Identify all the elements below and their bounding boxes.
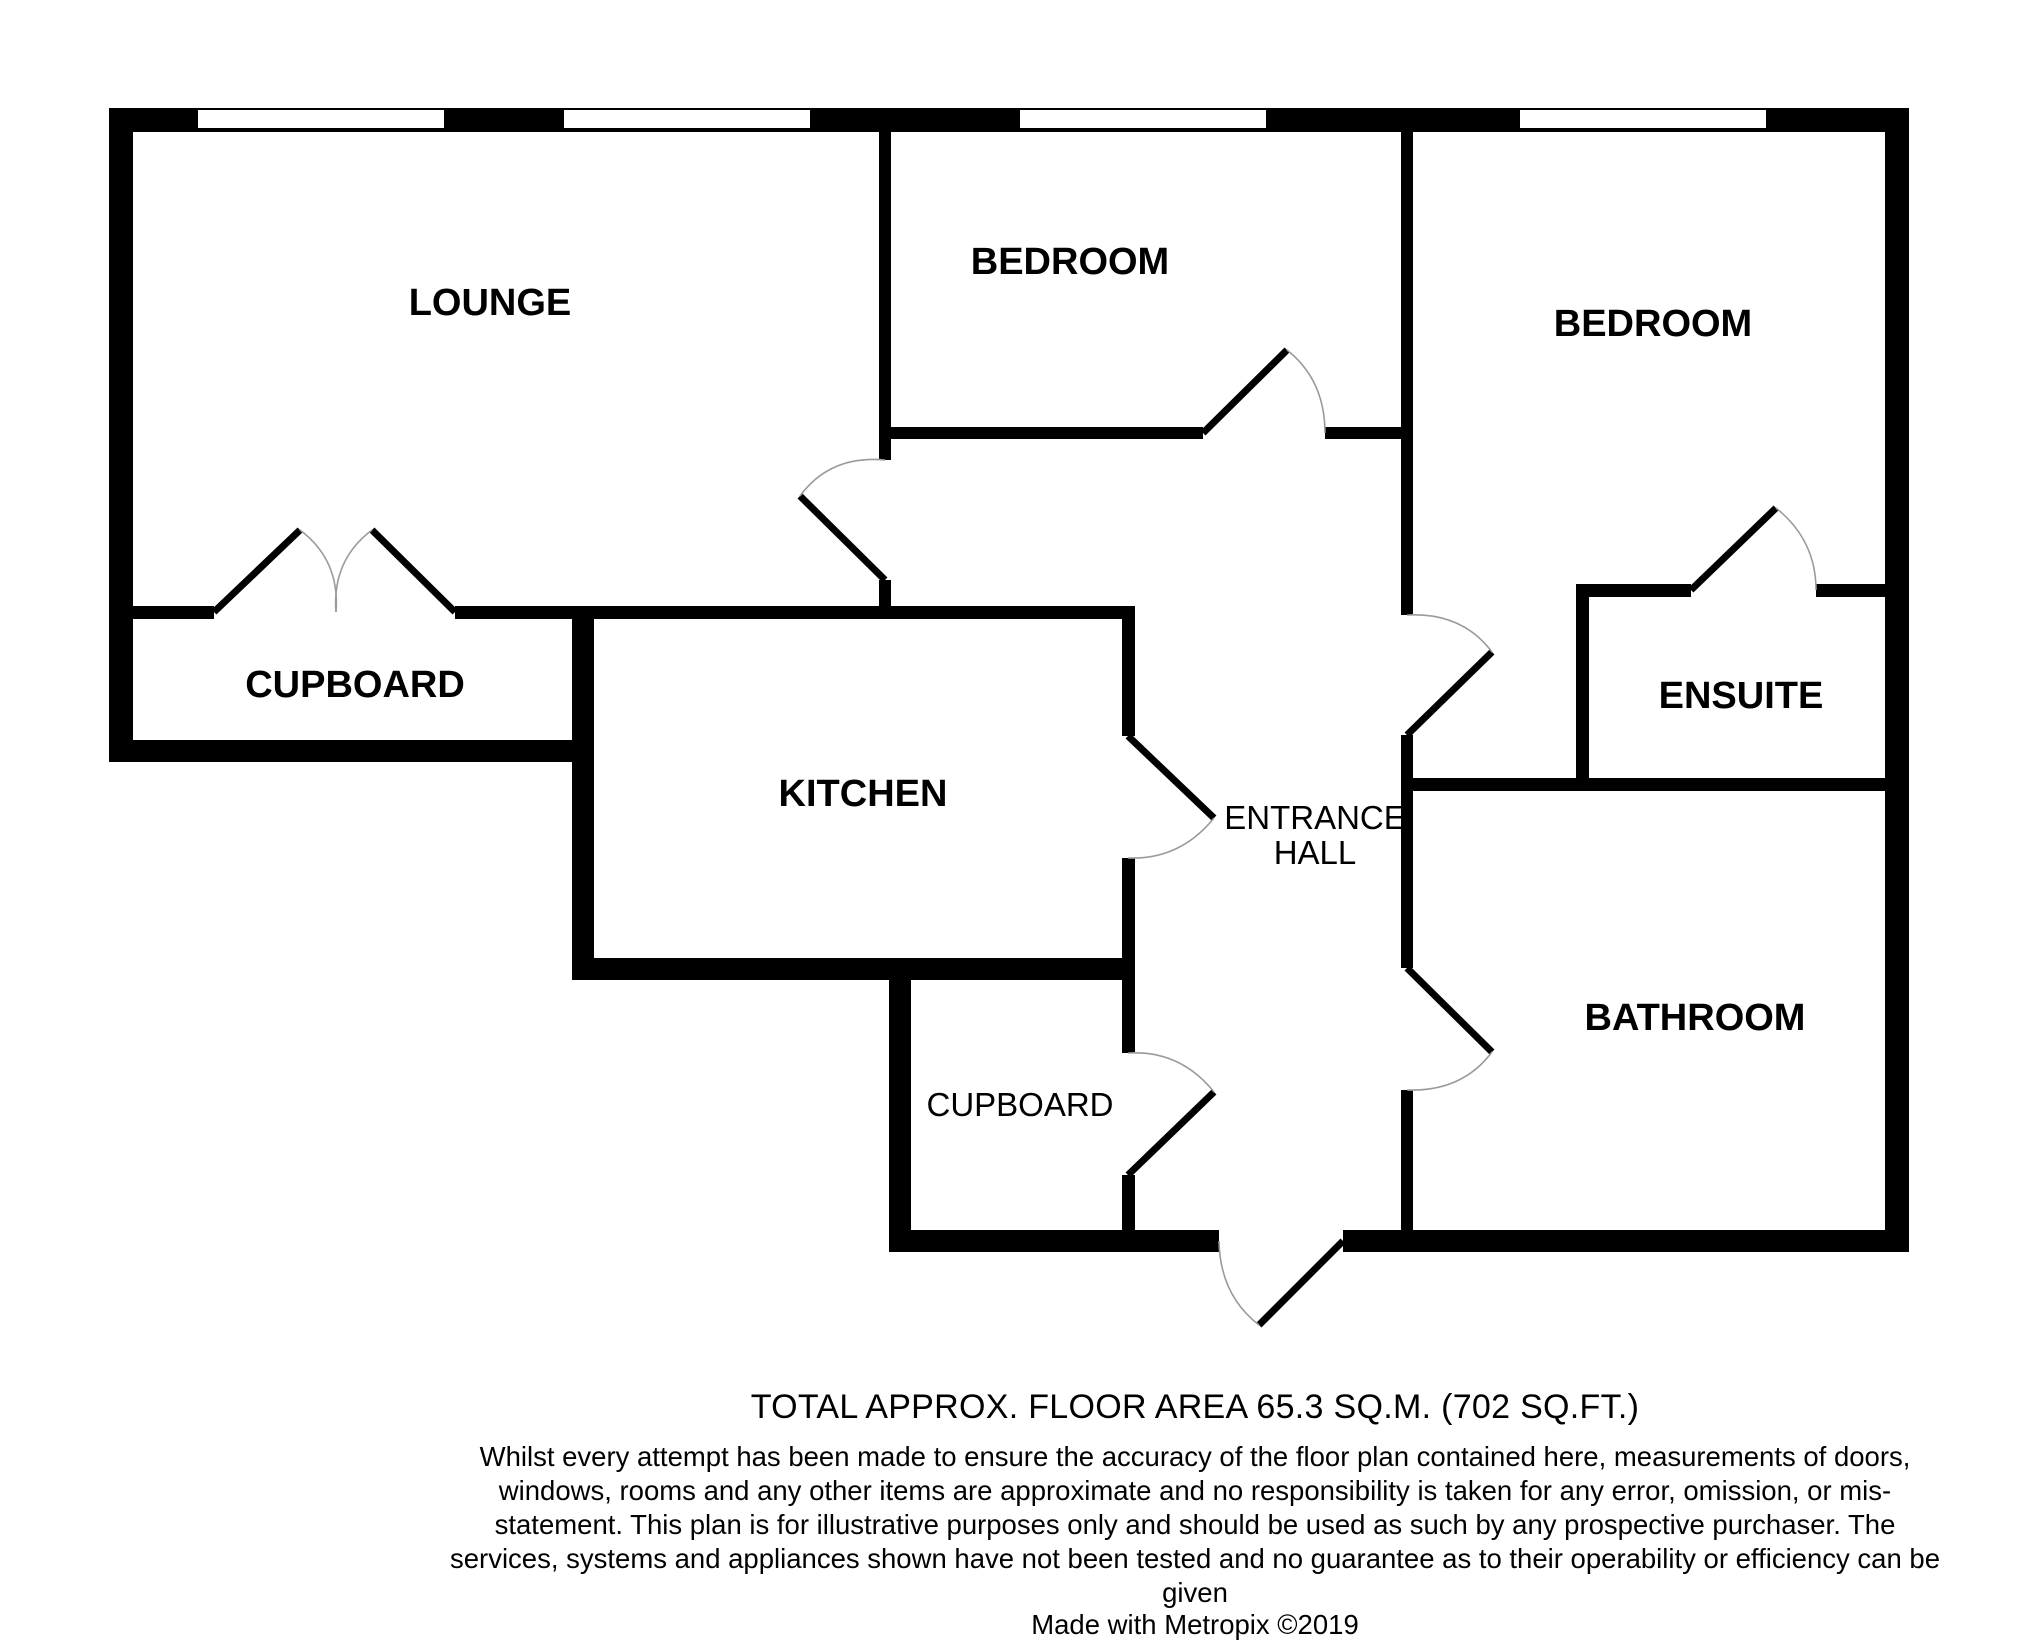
bedroom-1-label: BEDROOM: [971, 241, 1169, 283]
bedroom2-door: [1404, 614, 1495, 738]
bottom-wall-right: [1343, 1230, 1909, 1252]
cupboard-bottom-wall: [109, 740, 594, 762]
bathroom-label: BATHROOM: [1585, 997, 1806, 1039]
lower-cupboard-left-wall: [889, 958, 911, 1252]
kitchen-label: KITCHEN: [779, 773, 948, 815]
bedroom-divider-wall: [1401, 130, 1413, 615]
lower-cupboard-door: [1125, 1052, 1217, 1178]
lounge-door: [797, 458, 888, 583]
kitchen-right-wall-bottom: [1122, 858, 1135, 978]
lounge-window-1: [196, 108, 446, 130]
doors: [211, 347, 1817, 1328]
bathroom-top-wall: [1401, 778, 1896, 791]
cupboard-right-wall: [572, 606, 585, 746]
ensuite-door: [1688, 505, 1817, 593]
entrance-hall-label-line1: ENTRANCE: [1224, 799, 1406, 836]
lounge-window-2: [562, 108, 812, 130]
lounge-cupboard-double-door: [211, 527, 458, 615]
walls: [109, 108, 1909, 1252]
cupboard-2-label: CUPBOARD: [926, 1086, 1113, 1123]
entrance-hall-label-line2: HALL: [1274, 834, 1357, 871]
bathroom-door: [1404, 965, 1495, 1091]
ensuite-top-wall-right: [1816, 584, 1896, 597]
metropix-credit: Made with Metropix ©2019: [1031, 1609, 1359, 1640]
lounge-label: LOUNGE: [409, 282, 572, 324]
bottom-wall-left: [889, 1230, 1219, 1252]
lounge-bottom-wall-left: [130, 606, 214, 619]
ensuite-left-wall: [1576, 584, 1589, 784]
lounge-bottom-wall-right: [455, 606, 1135, 619]
lower-cupboard-right-wall-top: [1122, 958, 1135, 1053]
lower-cupboard-right-wall-bottom: [1122, 1175, 1135, 1245]
cupboard-1-label: CUPBOARD: [245, 664, 465, 706]
bedroom-2-label: BEDROOM: [1554, 303, 1752, 345]
hall-right-wall-low: [1401, 1090, 1413, 1240]
front-door: [1218, 1238, 1346, 1328]
room-labels: LOUNGE BEDROOM BEDROOM CUPBOARD KITCHEN …: [245, 241, 1823, 1123]
hall-right-wall-mid: [1401, 735, 1413, 968]
windows: [196, 108, 1768, 130]
kitchen-door: [1125, 733, 1217, 859]
bedroom1-bottom-wall-left: [879, 427, 1203, 439]
bedroom1-bottom-wall-right: [1325, 427, 1407, 439]
right-outer-wall: [1885, 108, 1909, 1252]
kitchen-right-wall-top: [1122, 606, 1135, 736]
bedroom1-window: [1018, 108, 1268, 130]
lounge-bedroom-wall: [879, 130, 891, 460]
disclaimer-text: Whilst every attempt has been made to en…: [450, 1441, 1940, 1608]
bedroom2-window: [1518, 108, 1768, 130]
ensuite-label: ENSUITE: [1659, 675, 1824, 717]
left-outer-wall: [109, 108, 133, 762]
lounge-hall-wall-stub: [879, 580, 891, 610]
kitchen-bottom-wall: [572, 958, 1132, 980]
bedroom1-door: [1200, 347, 1326, 436]
total-floor-area: TOTAL APPROX. FLOOR AREA 65.3 SQ.M. (702…: [750, 1388, 1640, 1426]
ensuite-top-wall-left: [1576, 584, 1691, 597]
